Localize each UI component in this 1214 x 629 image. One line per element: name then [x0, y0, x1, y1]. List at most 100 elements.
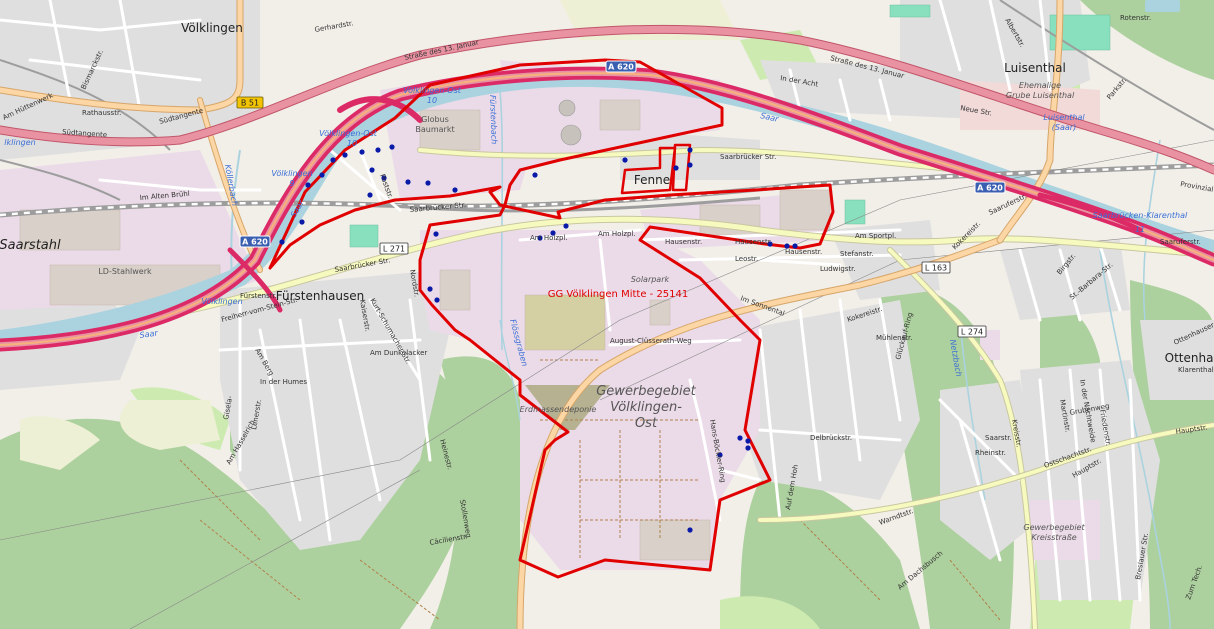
label-saarstahl: Saarstahl	[0, 238, 61, 253]
map-label-ludwigstr: Ludwigstr.	[820, 265, 856, 273]
map-label-rathausstr: Rathausstr.	[82, 109, 121, 117]
location-marker[interactable]	[279, 239, 285, 245]
location-marker[interactable]	[550, 230, 556, 236]
label-grube-2: Grube Luisenthal	[1006, 91, 1075, 100]
label-grube-1: Ehemalige	[1019, 81, 1061, 90]
map-label-l163: L 163	[925, 264, 947, 273]
map-label-stefanstr: Stefanstr.	[840, 250, 874, 258]
location-marker[interactable]	[381, 175, 387, 181]
label-gewerbegebiet-1: Gewerbegebiet	[596, 384, 696, 399]
polygon-label: GG Völklingen Mitte - 25141	[548, 289, 689, 300]
map-label-suedtangente: Südtangente	[62, 128, 107, 139]
map-label-a620-left: A 620	[242, 238, 268, 247]
location-marker[interactable]	[359, 149, 365, 155]
map-label-am-dunkelacker: Am Dunkelacker	[370, 349, 427, 357]
map-label-am-holzpl: Am Holzpl.	[530, 234, 568, 242]
map-label-hausenstr3: Hausenstr.	[785, 248, 822, 256]
location-marker[interactable]	[319, 172, 325, 178]
location-marker[interactable]	[452, 187, 458, 193]
map-label-saarbruecker-str-top: Saarbrücker Str.	[720, 153, 776, 161]
location-marker[interactable]	[563, 223, 569, 229]
location-marker[interactable]	[745, 445, 751, 451]
location-marker[interactable]	[427, 286, 433, 292]
label-voelklingen: Völklingen	[181, 21, 243, 35]
map-label-voelklingen-ost-top-n: 10	[427, 96, 437, 105]
map-label-august-clusserath: August-Clüsserath-Weg	[610, 337, 692, 345]
map-label-saaruferstr2: Saaruferstr.	[1160, 238, 1201, 246]
location-marker[interactable]	[369, 167, 375, 173]
l271-shield: L 271	[379, 242, 409, 255]
label-globus-1: Globus	[421, 115, 449, 124]
map-label-voelklingen-bottom: Völklingen	[201, 297, 242, 306]
location-marker[interactable]	[784, 243, 790, 249]
map-label-fuerstenbach: Fürstenbach	[488, 95, 499, 145]
label-luisenthal-station: Luisenthal	[1043, 113, 1085, 122]
map-label-am-holzpl2: Am Holzpl.	[598, 230, 636, 238]
location-marker[interactable]	[687, 162, 693, 168]
l274-shield: L 274	[957, 325, 987, 338]
location-marker[interactable]	[537, 235, 543, 241]
location-marker[interactable]	[299, 219, 305, 225]
label-gewerbegebiet-3: Ost	[635, 416, 658, 431]
road-shields: A 620 A 620 A 620 B 51 L 271 L 163 L 274	[236, 60, 1006, 338]
map-label-a620-right: A 620	[977, 184, 1003, 193]
location-marker[interactable]	[792, 243, 798, 249]
a620-left-shield: A 620	[239, 235, 271, 248]
map-label-in-der-humes: In der Humes	[260, 378, 307, 386]
location-marker[interactable]	[717, 452, 723, 458]
location-marker[interactable]	[745, 438, 751, 444]
map-label-voelklingen-ost-top: Völklingen-Ost	[403, 86, 462, 95]
location-marker[interactable]	[367, 192, 373, 198]
a620-top-shield: A 620	[605, 60, 637, 73]
location-marker[interactable]	[405, 179, 411, 185]
selection-polygon[interactable]	[268, 58, 835, 579]
map-label-muehlenstr: Mühlenstr.	[876, 334, 912, 342]
marker-layer	[279, 144, 798, 533]
map-label-voelklingen-left: lklingen	[4, 138, 35, 147]
label-globus-2: Baumarkt	[415, 125, 454, 134]
label-gewerbe-kreis-1: Gewerbegebiet	[1023, 523, 1085, 532]
location-marker[interactable]	[737, 435, 743, 441]
label-luisenthal-station-2: (Saar)	[1052, 123, 1076, 132]
label-luisenthal: Luisenthal	[1004, 61, 1066, 75]
map-label-delbruckstr: Delbrückstr.	[810, 434, 852, 442]
location-marker[interactable]	[673, 165, 679, 171]
location-marker[interactable]	[767, 241, 773, 247]
location-marker[interactable]	[622, 157, 628, 163]
location-marker[interactable]	[434, 297, 440, 303]
l163-shield: L 163	[921, 261, 951, 274]
location-marker[interactable]	[425, 180, 431, 186]
label-erdmassendeponie: Erdmassendeponie	[520, 405, 597, 414]
map-label-voelklingen-mid: Völklingen	[271, 169, 312, 178]
map-label-voelklingen-ost-n: 10	[347, 139, 357, 148]
map-label-rotenstr: Rotenstr.	[1120, 14, 1151, 22]
map-label-leostr: Leostr.	[735, 255, 758, 263]
map-label-saar-bottom: Saar	[139, 328, 159, 340]
map-label-b51: B 51	[241, 99, 259, 108]
map-label-saar-top: Saar	[760, 111, 780, 124]
junction-labels: Völklingen-Ost 10 Völklingen-Ost 10 Völk…	[4, 86, 1188, 306]
location-marker[interactable]	[687, 527, 693, 533]
path-layer	[179, 359, 1001, 621]
map-label-klarenthal-str: Klarenthal	[1178, 366, 1214, 374]
location-marker[interactable]	[389, 144, 395, 150]
map-label-saarstr: Saarstr.	[985, 434, 1012, 442]
map-label-am-sportpl: Am Sportpl.	[855, 232, 896, 240]
location-marker[interactable]	[375, 147, 381, 153]
label-fenne: Fenne	[634, 173, 670, 187]
location-marker[interactable]	[532, 172, 538, 178]
label-gewerbe-kreis-2: Kreisstraße	[1031, 533, 1076, 542]
map-label-a620-top: A 620	[608, 63, 634, 72]
label-ld-stahlwerk: LD-Stahlwerk	[98, 267, 152, 276]
label-solarpark: Solarpark	[631, 275, 670, 284]
map-label-voelklingen-mid-n: 9	[289, 179, 294, 188]
location-marker[interactable]	[330, 157, 336, 163]
location-marker[interactable]	[433, 231, 439, 237]
map-label-hausenstr: Hausenstr.	[665, 238, 702, 246]
location-marker[interactable]	[342, 152, 348, 158]
location-marker[interactable]	[687, 147, 693, 153]
location-marker[interactable]	[305, 182, 311, 188]
